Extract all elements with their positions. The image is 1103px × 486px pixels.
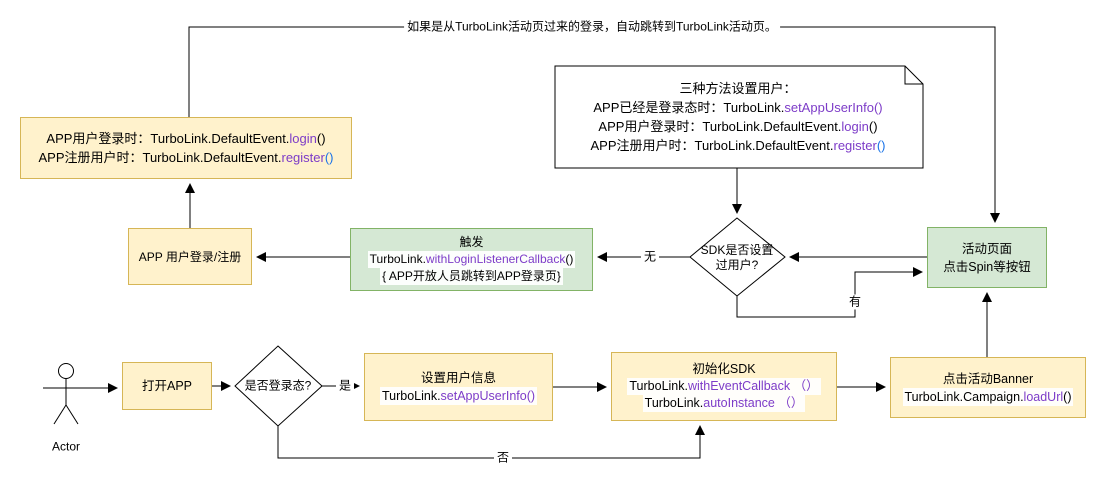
edge-login-diamond-no-to-initsdk <box>277 425 705 459</box>
actor-figure <box>53 363 79 425</box>
setappuserinfo-link[interactable]: setAppUserInfo() <box>784 100 883 115</box>
set-user-title: 设置用户信息 <box>420 371 496 385</box>
note-setuser-line: APP已经是登录态时：TurboLink.setAppUserInfo() <box>593 100 883 115</box>
register-link[interactable]: register <box>833 138 877 153</box>
note-login-line: APP用户登录时：TurboLink.DefaultEvent.login() <box>598 119 878 134</box>
login-register-methods-box: APP用户登录时：TurboLink.DefaultEvent.login() … <box>20 117 352 179</box>
init-sdk-title: 初始化SDK <box>692 362 756 376</box>
withloginlistenercallback-link[interactable]: withLoginListenerCallback <box>425 252 566 266</box>
sdk-user-set-diamond-label: SDK是否设置过用户? <box>700 243 774 272</box>
register-method-line: APP注册用户时：TurboLink.DefaultEvent.register… <box>38 150 334 165</box>
set-user-code-line: TurboLink.setAppUserInfo() <box>379 387 538 405</box>
click-banner-title: 点击活动Banner <box>942 371 1034 386</box>
click-banner-box: 点击活动Banner TurboLink.Campaign.loadUrl() <box>890 357 1086 418</box>
witheventcallback-link[interactable]: withEventCallback （） <box>687 379 819 393</box>
trigger-title: 触发 <box>459 235 484 249</box>
login-diamond-shape <box>234 345 323 427</box>
redirect-note-label: 如果是从TurboLink活动页过来的登录，自动跳转到TurboLink活动页。 <box>404 19 780 35</box>
witheventcallback-line: TurboLink.withEventCallback （） <box>627 378 821 395</box>
label-none: 无 <box>640 249 660 265</box>
app-login-register-label: APP 用户登录/注册 <box>138 249 242 264</box>
trigger-callback-line: TurboLink.withLoginListenerCallback() <box>367 251 576 268</box>
set-user-info-box: 设置用户信息 TurboLink.setAppUserInfo() <box>364 353 553 421</box>
is-logged-in-diamond-label: 是否登录态? <box>244 378 312 393</box>
actor-label: Actor <box>51 439 81 454</box>
activity-page-line1: 活动页面 <box>961 241 1012 256</box>
edge-sdk-diamond-has-to-activity <box>736 267 923 318</box>
trigger-callback-box: 触发 TurboLink.withLoginListenerCallback()… <box>350 228 593 291</box>
open-app-box: 打开APP <box>122 362 212 410</box>
init-sdk-box: 初始化SDK TurboLink.withEventCallback （） Tu… <box>611 352 837 421</box>
login-link[interactable]: login <box>841 119 869 134</box>
note-title: 三种方法设置用户： <box>679 81 797 96</box>
note-register-line: APP注册用户时：TurboLink.DefaultEvent.register… <box>590 138 886 153</box>
loadurl-link[interactable]: loadUrl <box>1023 389 1064 404</box>
login-method-link[interactable]: login <box>289 131 317 146</box>
sdk-diamond-shape <box>689 217 786 297</box>
loadurl-line: TurboLink.Campaign.loadUrl() <box>902 387 1074 406</box>
register-method-link[interactable]: register <box>281 150 325 165</box>
label-has: 有 <box>845 294 865 310</box>
note-shape <box>554 65 924 169</box>
label-no: 否 <box>493 450 513 466</box>
label-yes: 是 <box>335 378 355 394</box>
autoinstance-link[interactable]: autoInstance （） <box>703 396 804 410</box>
app-login-register-box: APP 用户登录/注册 <box>128 228 252 285</box>
activity-page-box: 活动页面 点击Spin等按钮 <box>927 227 1047 288</box>
three-ways-note: 三种方法设置用户： APP已经是登录态时：TurboLink.setAppUse… <box>557 70 919 164</box>
trigger-comment-line: { APP开放人员跳转到APP登录页} <box>380 268 563 285</box>
activity-page-line2: 点击Spin等按钮 <box>943 259 1031 274</box>
login-method-line: APP用户登录时：TurboLink.DefaultEvent.login() <box>46 131 326 146</box>
setappuserinfo-link[interactable]: setAppUserInfo() <box>440 389 536 403</box>
open-app-label: 打开APP <box>141 379 192 393</box>
autoinstance-line: TurboLink.autoInstance （） <box>642 395 806 412</box>
